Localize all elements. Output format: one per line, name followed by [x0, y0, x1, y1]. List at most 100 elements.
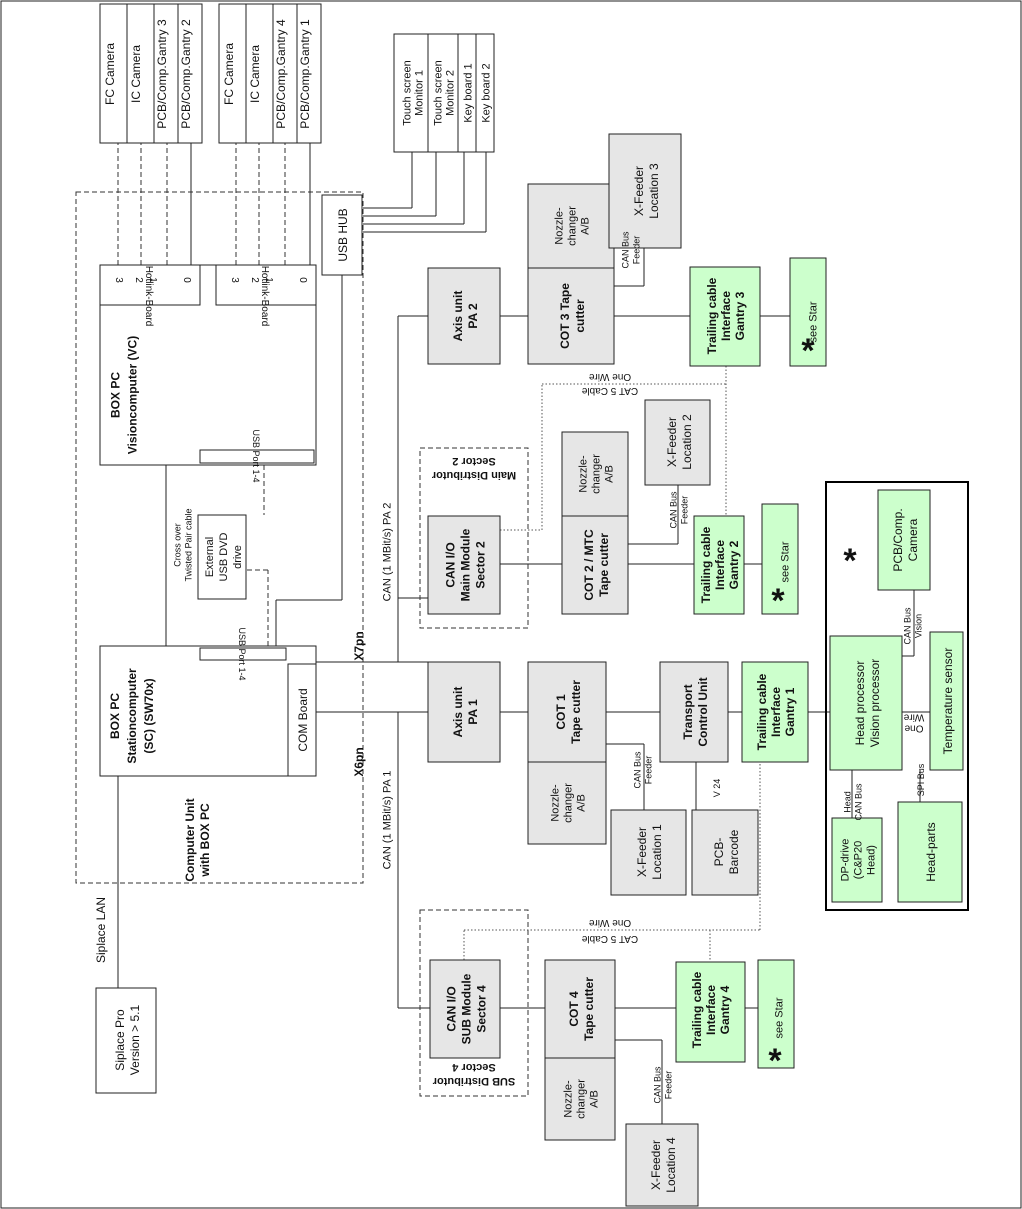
nozzle4-label: Nozzle-changerA/B	[563, 1079, 601, 1119]
x-feeder-4-box	[625, 1123, 699, 1207]
trailing2-label: Trailing cableInterfaceGantry 2	[699, 526, 741, 603]
usb-port-vc	[199, 449, 315, 464]
temperature-sensor-box	[929, 631, 964, 771]
can-io-sub-box	[429, 959, 501, 1059]
cot1-box	[527, 661, 607, 763]
cat5-top-label: CAT 5 Cable	[581, 385, 638, 396]
usb-port-sc-label: USB Port 1-4	[237, 627, 247, 680]
station-computer-box	[99, 645, 317, 777]
hotlink-port-vc4-2: 2	[249, 277, 260, 283]
axis-unit-pa2-box	[427, 267, 501, 365]
computer-unit-region	[75, 191, 364, 884]
hotlink-port-vc3-0: 0	[181, 277, 192, 283]
dp-drive-box	[831, 817, 883, 903]
connection-lines	[117, 143, 930, 1124]
nozzle-changer-2-box	[561, 431, 629, 517]
monitors-3-label: Touch screen	[433, 60, 445, 125]
siplace-lan-label: Siplace LAN	[94, 897, 108, 963]
pcb-camera-label: PCB/Comp.Camera	[891, 508, 920, 571]
camera-label-1-2: IC Camera	[129, 45, 143, 103]
cot2-box	[561, 515, 629, 615]
one-wire-head-label: OneWire	[903, 712, 924, 734]
hotlink-board-vc4	[215, 264, 317, 306]
camera-label-2-3: PCB/Comp.Gantry 4	[274, 19, 288, 129]
xfeeder3-label: X-FeederLocation 3	[632, 163, 661, 219]
usb-port-sc	[199, 647, 287, 661]
can-pa1-label: CAN (1 MBit/s) PA 1	[382, 771, 394, 870]
star-3: *	[801, 332, 815, 370]
camera-group-2	[218, 3, 322, 144]
cot4-label: COT 4Tape cutter	[567, 977, 596, 1041]
spi-bus-label: SPI Bus	[916, 763, 926, 796]
trailing-cable-3-box	[689, 266, 761, 367]
head-processor-label: Head processorVision processor	[853, 659, 882, 748]
camera-label-1-3: PCB/Comp.Gantry 3	[155, 19, 169, 129]
cot1-label: COT 1Tape cutter	[554, 680, 583, 744]
sub-dist-label: SUB DistributorSector 4	[432, 1061, 515, 1087]
usb-dvd-box	[197, 514, 247, 600]
trailing4-label: Trailing cableInterfaceGantry 4	[690, 971, 732, 1048]
can-io-sub-label: CAN I/OSUB ModuleSector 4	[444, 973, 488, 1044]
see-star-4-box	[757, 959, 795, 1069]
nozzle-changer-3-box	[527, 183, 615, 269]
barcode-label: PCB-Barcode	[712, 829, 741, 874]
trailing-cable-1-box	[741, 661, 809, 763]
camera-label-1-4: PCB/Comp.Gantry 2	[179, 19, 193, 129]
x-feeder-2-box	[644, 399, 711, 486]
star-head: *	[843, 542, 857, 580]
trailing1-label: Trailing cableInterfaceGantry 1	[755, 673, 797, 750]
can-pa2-label: CAN (1 MBit/s) PA 2	[382, 503, 394, 602]
head-processor-box	[829, 635, 903, 771]
feeder-bus2-label: CAN BusFeeder	[668, 491, 689, 529]
camera-label-2-4: PCB/Comp.Gantry 1	[298, 19, 312, 129]
axis-pa2-label: Axis unitPA 2	[451, 291, 480, 342]
hotlink-port-vc3-1: 1	[147, 277, 158, 283]
trailing3-label: Trailing cableInterfaceGantry 3	[705, 277, 747, 354]
hotlink-vc4-label: Hotlink-Board	[259, 266, 270, 327]
nozzle1-label: Nozzle-changerA/B	[550, 783, 588, 823]
monitors-group	[393, 33, 495, 153]
one-wire-top-label: One Wire	[588, 371, 631, 382]
axis-pa1-label: Axis unitPA 1	[451, 687, 480, 738]
x7pn-label: X7pn	[352, 631, 366, 660]
transport-label: TransportControl Unit	[681, 677, 710, 746]
camera-group-1	[99, 3, 203, 144]
feeder-bus4-label: CAN BusFeeder	[652, 1066, 673, 1104]
siplace-pro-label: Siplace ProVersion > 5.1	[113, 1004, 142, 1075]
nozzle-changer-4-box	[544, 1057, 616, 1141]
hotlink-vc3-label: Hotlink-Board	[143, 266, 154, 327]
xfeeder1-label: X-FeederLocation 1	[635, 824, 664, 880]
hotlink-board-vc3	[99, 264, 201, 306]
see-star3-label: see Star	[808, 301, 820, 342]
monitors-1-label: Touch screen	[402, 60, 414, 125]
main-dist-label: Main DistributorSector 2	[431, 455, 516, 481]
monitors-5-label: Key board 1	[463, 63, 475, 122]
temp-sensor-label: Temperature sensor	[941, 648, 955, 755]
x-feeder-3-box	[608, 133, 682, 249]
nozzle2-label: Nozzle-changerA/B	[578, 454, 616, 494]
com-board-box	[287, 663, 317, 777]
see-star-3-box	[789, 257, 827, 367]
trailing-cable-4-box	[675, 961, 746, 1063]
see-star4-label: see Star	[774, 997, 786, 1038]
nozzle-changer-1-box	[527, 761, 607, 845]
sub-distributor-region	[419, 909, 529, 1097]
v24-label: V 24	[712, 779, 722, 798]
can-vision-label: CAN BusVision	[902, 607, 923, 645]
monitors-4-label: Monitor 2	[445, 70, 457, 116]
hotlink-port-vc3-3: 3	[113, 277, 124, 283]
head-can-label: HeadCAN Bus	[842, 783, 863, 821]
one-wire-bot-label: One Wire	[588, 917, 631, 928]
cot3-box	[527, 267, 615, 365]
head-region	[825, 481, 969, 911]
monitors-2-label: Monitor 1	[414, 70, 426, 116]
cot2-label: COT 2 / MTCTape cutter	[582, 529, 611, 601]
crossover-label: Cross overTwisted Pair cable	[172, 508, 193, 581]
camera-label-2-1: FC Camera	[222, 43, 236, 105]
star-4: *	[768, 1042, 782, 1080]
